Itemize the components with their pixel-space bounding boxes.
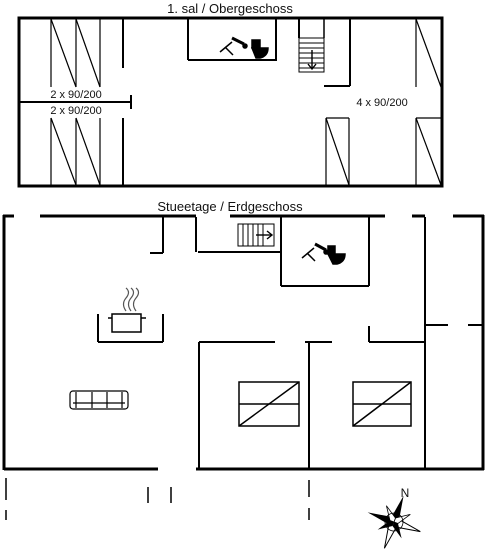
ground-floor: Stueetage / Erdgeschoss bbox=[2, 199, 485, 520]
bed-icon-2 bbox=[352, 381, 412, 427]
bed-label-left-top: 2 x 90/200 bbox=[50, 89, 101, 101]
stairs-icon bbox=[298, 37, 325, 73]
wardrobe-left-bottom bbox=[50, 117, 101, 186]
ground-floor-title: Stueetage / Erdgeschoss bbox=[157, 199, 303, 214]
toilet-shower-icon bbox=[219, 36, 269, 59]
upper-floor-outline bbox=[17, 16, 444, 188]
bed-label-left-bottom: 2 x 90/200 bbox=[50, 105, 101, 117]
sofa-icon bbox=[69, 390, 129, 410]
terrace-marks bbox=[5, 478, 310, 520]
compass-rose-icon: N bbox=[367, 486, 421, 549]
wardrobe-right-bottom bbox=[325, 117, 442, 186]
stove-icon bbox=[108, 287, 146, 333]
upper-floor-title: 1. sal / Obergeschoss bbox=[167, 1, 293, 16]
stairs-ground-icon bbox=[237, 223, 275, 247]
wardrobe-left-top bbox=[50, 18, 101, 88]
compass-north-label: N bbox=[401, 486, 410, 500]
wardrobe-right-top bbox=[415, 18, 442, 88]
upper-floor: 1. sal / Obergeschoss 2 x 90/200 2 x 90/… bbox=[17, 1, 444, 188]
toilet-shower-ground-icon bbox=[301, 242, 346, 265]
ground-floor-walls bbox=[2, 214, 485, 471]
interior-walls bbox=[97, 217, 483, 469]
bed-icon bbox=[238, 381, 300, 427]
upper-bathroom bbox=[187, 19, 277, 61]
bed-label-right: 4 x 90/200 bbox=[356, 97, 407, 109]
